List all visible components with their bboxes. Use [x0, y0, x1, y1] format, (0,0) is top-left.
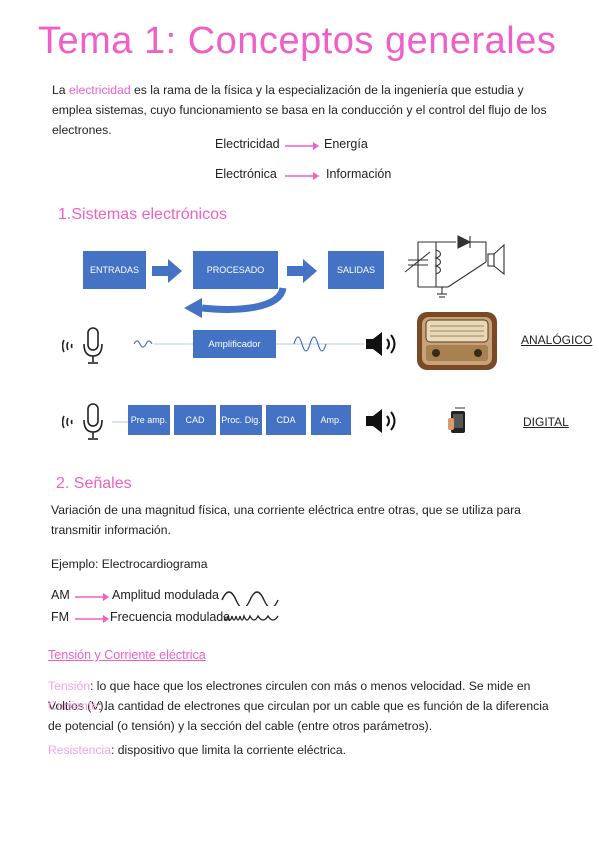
mapping-right: Información [326, 167, 392, 181]
block-entradas: ENTRADAS [83, 251, 146, 289]
mapping-left: Electricidad [215, 137, 280, 151]
mapping-row-1: Electricidad [215, 137, 280, 151]
term-corriente: Corriente [48, 699, 99, 713]
circuit-image [404, 235, 505, 298]
signal-line [112, 421, 130, 423]
term-resistencia: Resistencia [48, 743, 111, 757]
box-cad: CAD [174, 405, 216, 435]
arrow-right-icon [75, 593, 109, 601]
box-proc-dig: Proc. Dig. [220, 405, 262, 435]
block-procesado: PROCESADO [193, 251, 278, 289]
intro-prefix: La [52, 83, 69, 97]
text-resistencia: : dispositivo que limita la corriente el… [111, 743, 347, 757]
term-tension: Tensión [48, 679, 91, 693]
radio-image [417, 312, 497, 370]
arrow-right-icon [285, 142, 319, 150]
wave-icon [223, 613, 279, 621]
item-resistencia: Resistencia: dispositivo que limita la c… [48, 740, 558, 760]
section2-definition: Variación de una magnitud física, una co… [51, 503, 521, 537]
box-amplificador: Amplificador [193, 330, 276, 358]
fm-label: Frecuencia modulada [110, 610, 231, 624]
arrow-right-icon [287, 259, 317, 283]
page-title: Tema 1: Conceptos generales [38, 20, 557, 62]
mapping-right: Energía [324, 137, 368, 151]
label-analogico: ANALÓGICO [521, 333, 593, 347]
intro-rest: es la rama de la física y la especializa… [52, 83, 547, 137]
arrow-right-icon [75, 615, 109, 623]
wave-icon [293, 336, 327, 352]
fm-abbr: FM [51, 610, 70, 624]
wave-icon [221, 591, 279, 606]
intro-highlight: electricidad [68, 83, 131, 97]
microphone-icon [62, 403, 103, 440]
label-digital: DIGITAL [523, 415, 569, 429]
intro-paragraph: La electricidad es la rama de la física … [52, 80, 552, 140]
feedback-arrow-icon [184, 286, 287, 318]
section1-heading: 1.Sistemas electrónicos [58, 206, 227, 223]
text-corriente: : la cantidad de electrones que circulan… [48, 699, 549, 733]
item-corriente: Corriente: la cantidad de electrones que… [48, 696, 558, 736]
section3-heading: Tensión y Corriente eléctrica [48, 648, 206, 662]
am-abbr: AM [51, 588, 70, 602]
box-cda: CDA [266, 405, 306, 435]
item-tension: Tensión: lo que hace que los electrones … [48, 676, 558, 716]
block-salidas: SALIDAS [328, 251, 384, 289]
box-amp: Amp. [311, 405, 351, 435]
mapping-left: Electrónica [215, 167, 277, 181]
text-tension: : lo que hace que los electrones circule… [48, 679, 531, 713]
section2-heading: 2. Señales [56, 475, 132, 492]
section2-example: Ejemplo: Electrocardiograma [51, 557, 208, 571]
wave-icon [133, 340, 153, 348]
am-label: Amplitud modulada [112, 588, 220, 602]
microphone-icon [62, 327, 103, 364]
phone-image [448, 407, 465, 433]
speaker-icon [366, 409, 396, 433]
box-preamp: Pre amp. [128, 405, 170, 435]
arrow-right-icon [285, 172, 319, 180]
speaker-icon [366, 332, 396, 356]
arrow-right-icon [152, 259, 182, 283]
